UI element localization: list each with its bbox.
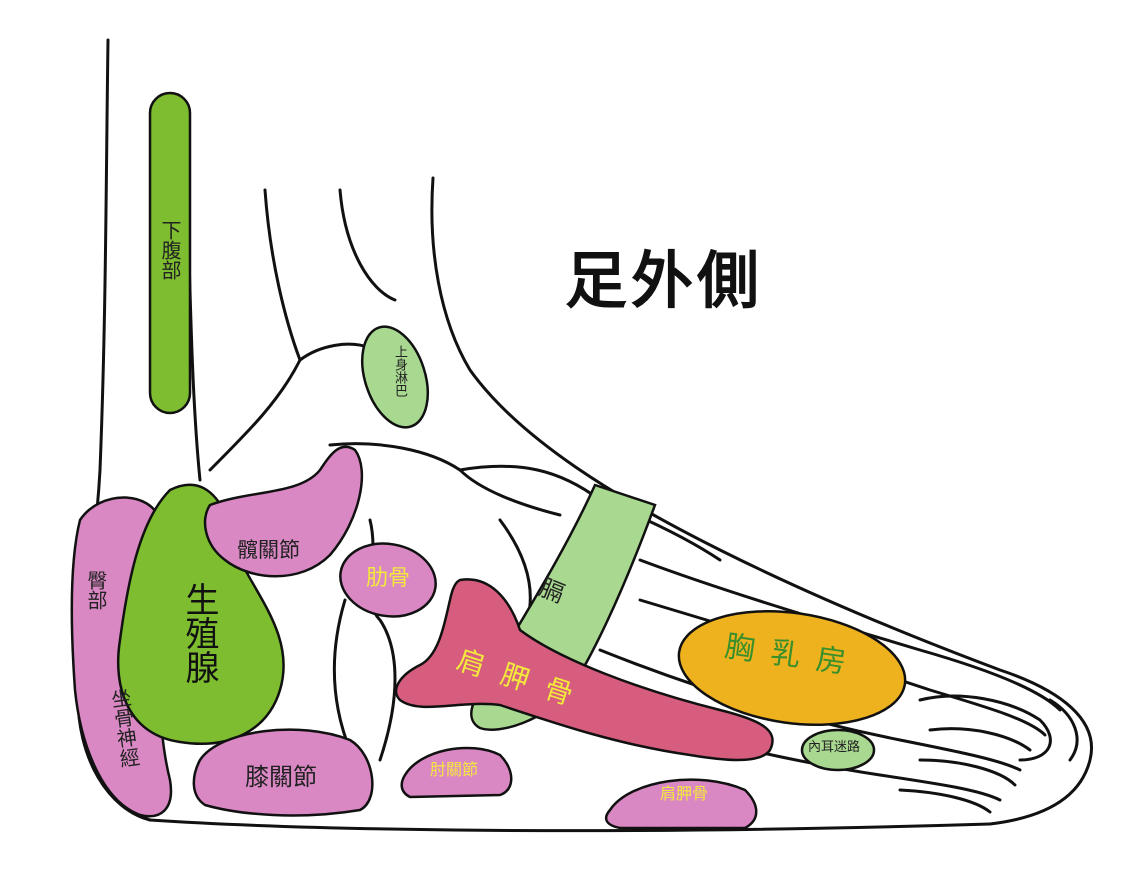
label-elbow-joint: 肘關節 <box>430 760 479 779</box>
tibia-line <box>263 188 302 362</box>
label-hip-joint: 髖關節 <box>237 538 300 562</box>
label-gonad: 生殖腺 <box>179 582 219 684</box>
label-rib: 肋骨 <box>366 566 411 591</box>
zone-elbow-joint <box>400 746 513 799</box>
zone-chest-breast <box>677 610 907 726</box>
zone-hip-joint <box>203 445 364 578</box>
label-lower-abdomen: 下腹部 <box>158 220 182 280</box>
zone-knee-joint <box>192 728 374 817</box>
zone-scapula-small <box>604 778 758 830</box>
diagram-title: 足外側 <box>565 244 764 317</box>
zone-lower-abdomen <box>148 91 192 415</box>
zone-rib <box>339 542 437 618</box>
fibula-line <box>338 188 397 302</box>
label-upper-lymph: 上身淋巴 <box>392 345 407 397</box>
instep-outline <box>430 176 1093 826</box>
zone-upper-lymph <box>361 325 429 429</box>
sole-outline <box>148 818 992 833</box>
label-inner-ear: 內耳迷路 <box>808 740 861 755</box>
label-scapula-small: 肩胛骨 <box>660 784 709 803</box>
label-buttock: 臀部 <box>84 570 108 610</box>
zone-inner-ear <box>800 728 876 772</box>
zone-scapula-main <box>394 578 774 762</box>
label-knee-joint: 膝關節 <box>245 763 317 791</box>
